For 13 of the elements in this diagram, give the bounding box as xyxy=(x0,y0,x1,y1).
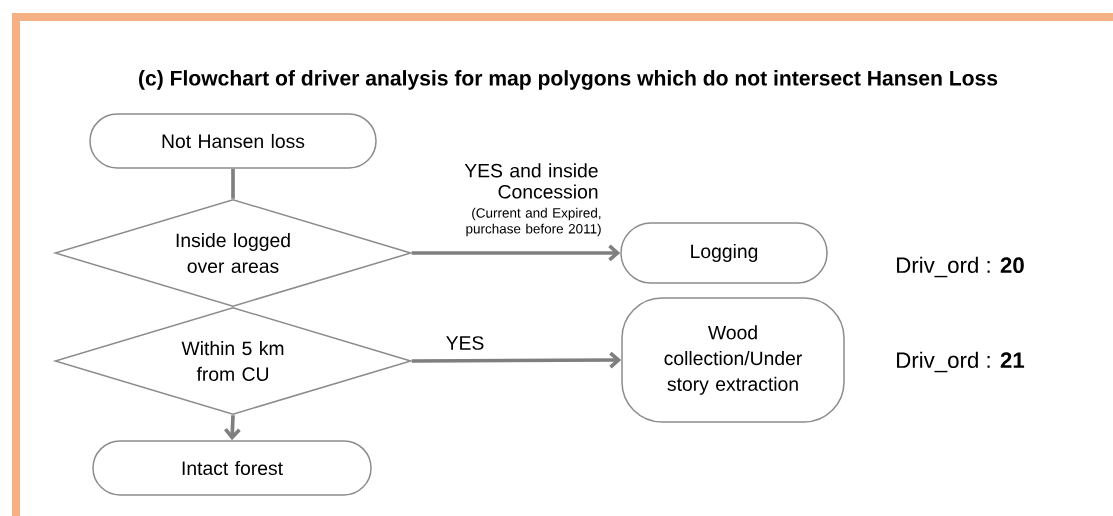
terminal-box: Intact forest xyxy=(92,440,372,496)
driver-order-label: Driv_ord : 20 xyxy=(897,256,1024,278)
title: (c) Flowchart of driver analysis for map polygons which do not intersect Hansen Loss xyxy=(139,70,998,90)
arrow xyxy=(224,415,241,441)
terminal-box: Not Hansen loss xyxy=(89,113,377,169)
terminal-box: Logging xyxy=(620,222,828,284)
arrow xyxy=(411,244,621,262)
arrow xyxy=(411,351,622,369)
edge-label: YES and inside Concession xyxy=(464,163,598,199)
note-text: (Current and Expired, purchase before 2011) xyxy=(466,207,601,237)
edge-label: YES xyxy=(446,336,484,350)
terminal-box: Wood collection/Under story extraction xyxy=(621,297,845,423)
driver-order-label: Driv_ord : 21 xyxy=(897,351,1025,373)
